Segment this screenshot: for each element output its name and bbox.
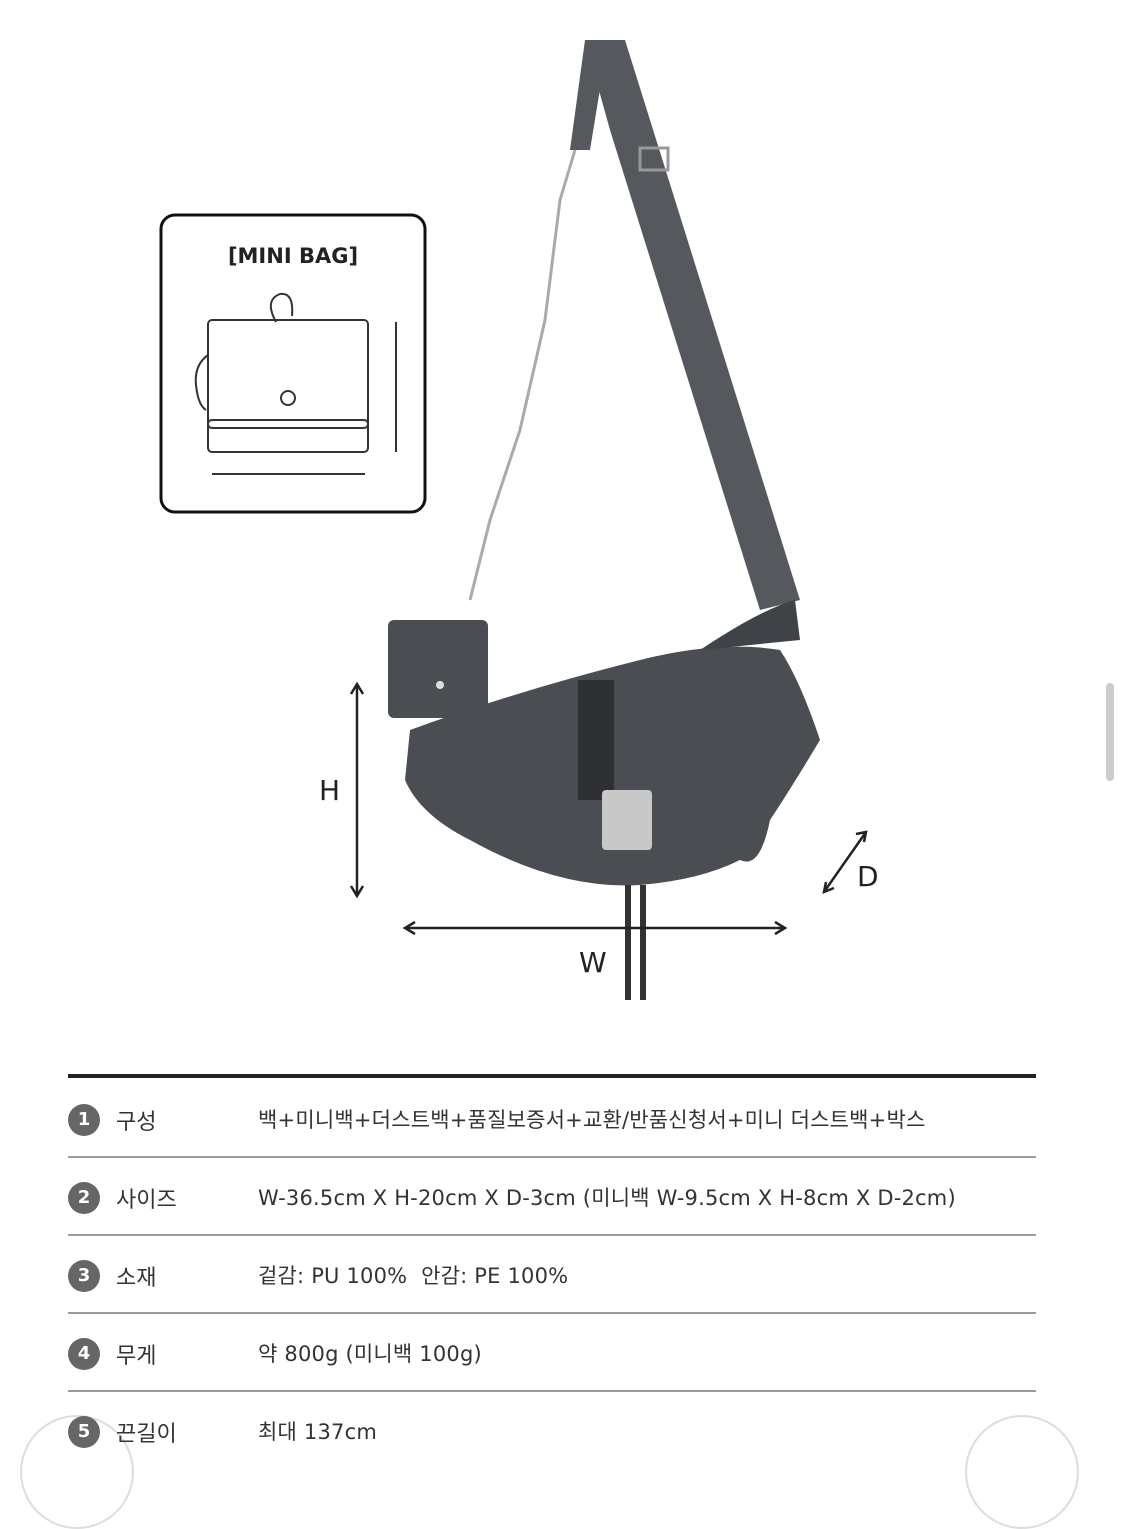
spec-label: 구성 <box>116 1110 157 1135</box>
divider <box>68 1156 1036 1158</box>
spec-label: 끈길이 <box>116 1422 177 1447</box>
chain <box>468 149 577 601</box>
scrollbar[interactable] <box>1106 683 1114 781</box>
spec-row-strap-length: 5 끈길이 최대 137cm <box>68 1392 1036 1470</box>
strap <box>570 40 800 610</box>
spec-value: 백+미니백+더스트백+품질보증서+교환/반품신청서+미니 더스트백+박스 <box>258 1108 926 1132</box>
mini-bag-drawing <box>194 292 397 475</box>
spec-number-badge: 3 <box>68 1260 100 1292</box>
spec-label: 소재 <box>116 1266 157 1291</box>
divider <box>68 1234 1036 1236</box>
dimension-arrows <box>349 681 868 936</box>
depth-label: D <box>857 860 879 893</box>
bag-illustration <box>159 40 868 1000</box>
height-label: H <box>319 774 341 807</box>
mini-bag-box <box>159 213 427 514</box>
divider <box>68 1390 1036 1392</box>
spec-number-badge: 1 <box>68 1104 100 1136</box>
spec-label: 무게 <box>116 1344 157 1369</box>
spec-number-badge: 5 <box>68 1416 100 1448</box>
spec-value: 최대 137cm <box>258 1420 378 1444</box>
spec-value: 약 800g (미니백 100g) <box>258 1342 482 1366</box>
spec-table-top-rule <box>68 1074 1036 1078</box>
spec-row-material: 3 소재 겉감: PU 100% 안감: PE 100% <box>68 1236 1036 1314</box>
spec-row-composition: 1 구성 백+미니백+더스트백+품질보증서+교환/반품신청서+미니 더스트백+박… <box>68 1080 1036 1158</box>
spec-row-size: 2 사이즈 W-36.5cm X H-20cm X D-3cm (미니백 W-9… <box>68 1158 1036 1236</box>
spec-value: 겉감: PU 100% 안감: PE 100% <box>258 1264 569 1288</box>
main-bag <box>405 600 820 1000</box>
spec-label: 사이즈 <box>116 1188 177 1213</box>
mini-bag-label: [MINI BAG] <box>227 244 359 268</box>
width-label: W <box>579 946 607 979</box>
spec-value: W-36.5cm X H-20cm X D-3cm (미니백 W-9.5cm X… <box>258 1186 956 1210</box>
spec-row-weight: 4 무게 약 800g (미니백 100g) <box>68 1314 1036 1392</box>
mini-bag-attached <box>388 620 488 718</box>
divider <box>68 1312 1036 1314</box>
spec-number-badge: 2 <box>68 1182 100 1214</box>
spec-number-badge: 4 <box>68 1338 100 1370</box>
